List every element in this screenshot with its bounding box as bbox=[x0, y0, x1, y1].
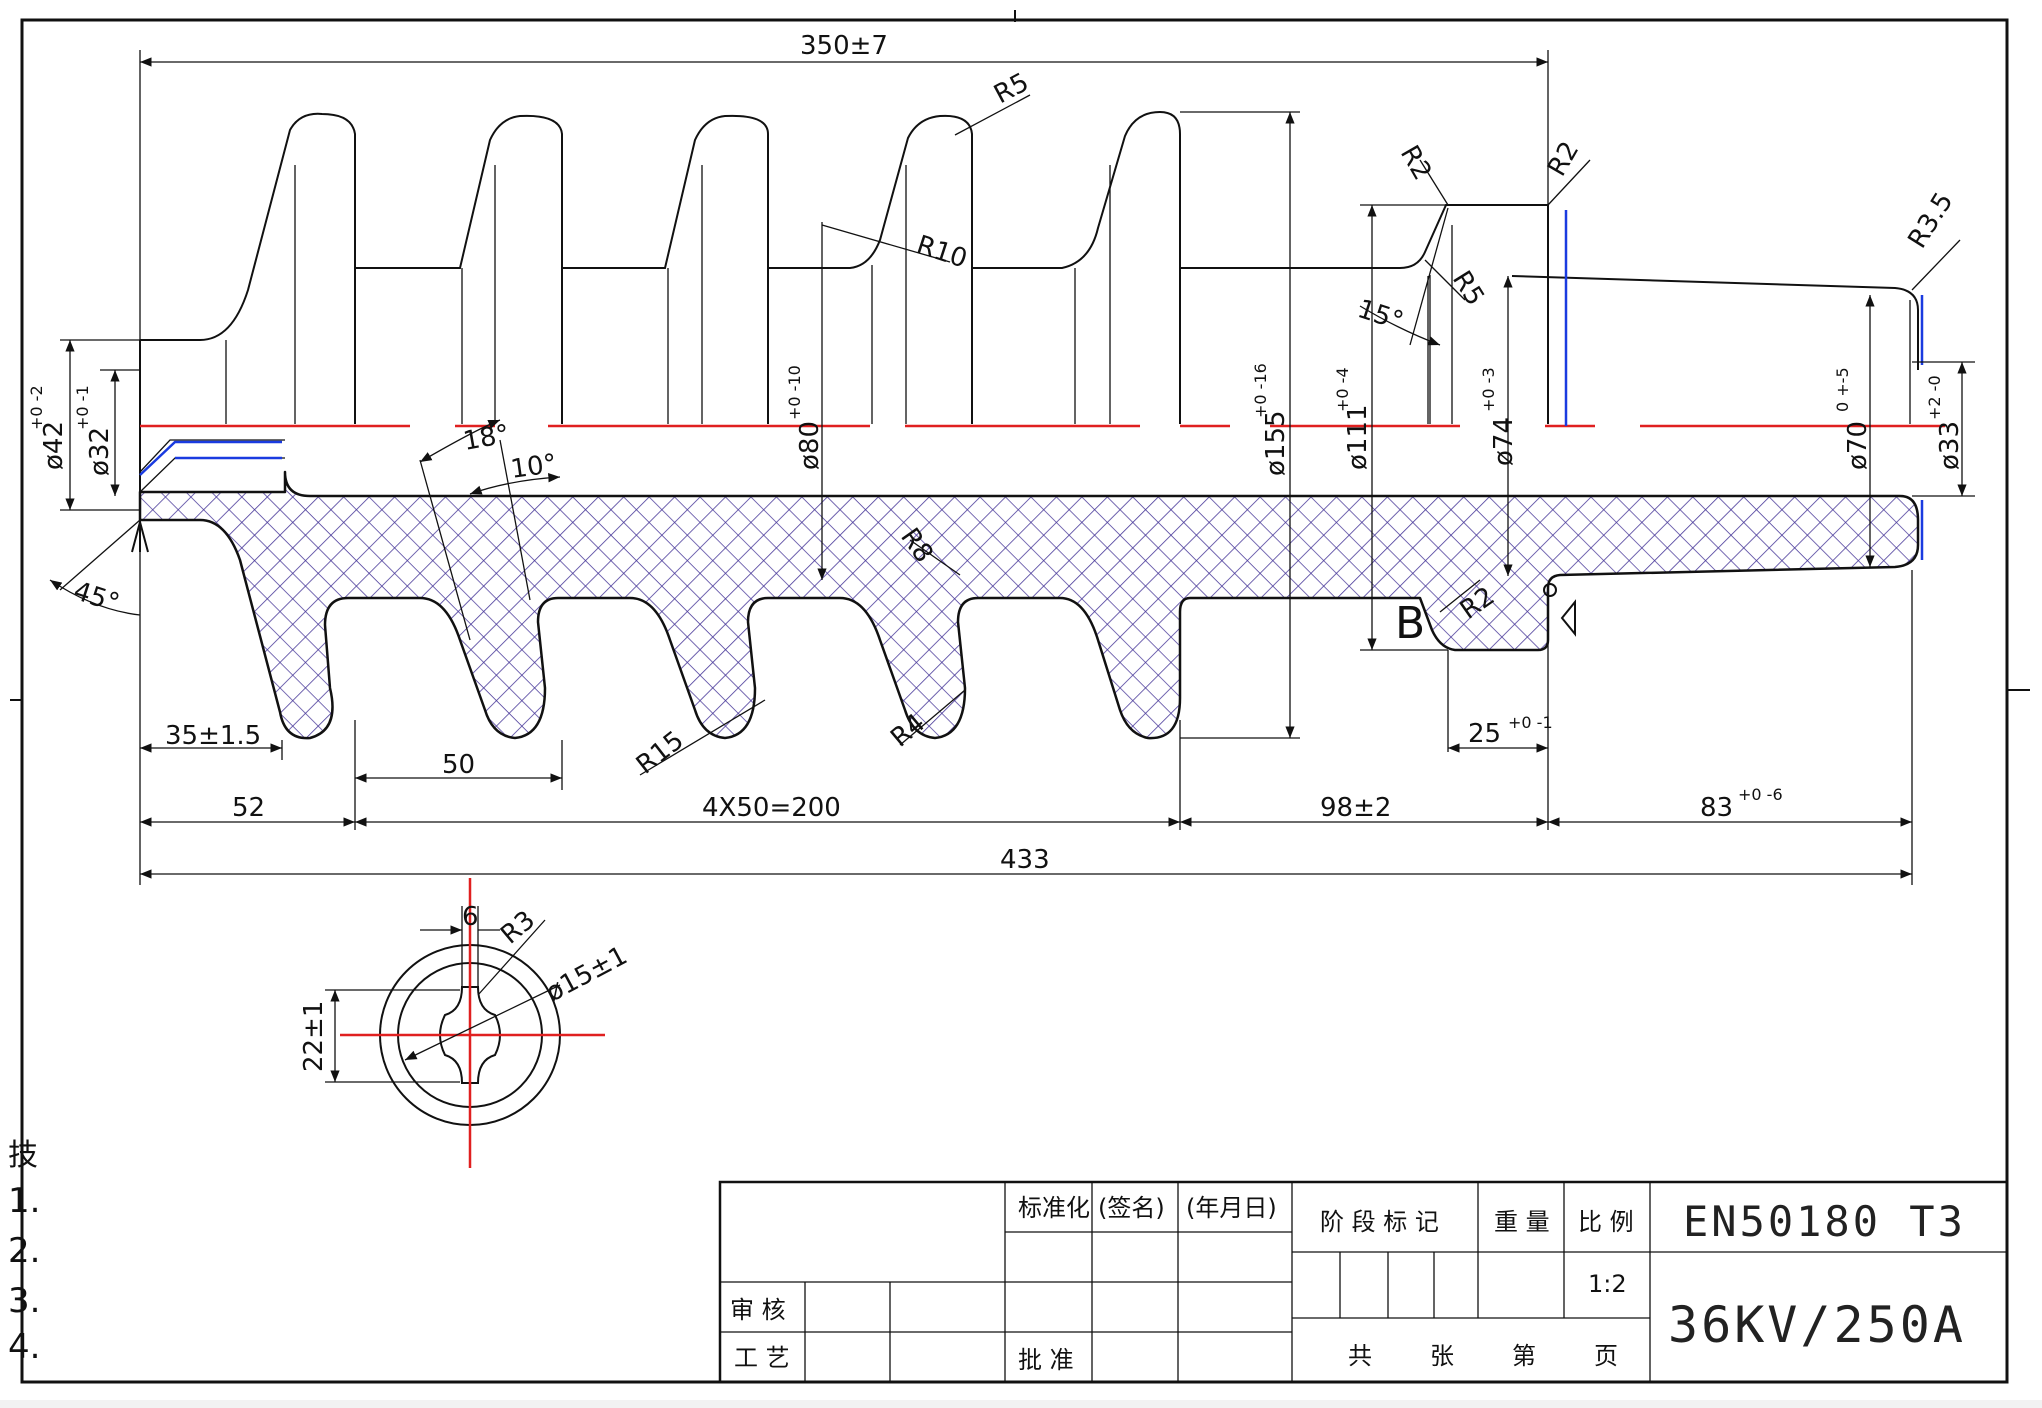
dim-dia-42-tol: +0 -2 bbox=[27, 385, 46, 430]
detail-dim-6: 6 bbox=[462, 902, 479, 932]
note-item: 4. bbox=[8, 1327, 40, 1367]
dim-len-50: 50 bbox=[442, 750, 475, 780]
dim-angle-15: 15° bbox=[1354, 294, 1407, 337]
dim-len-35: 35±1.5 bbox=[165, 721, 261, 751]
dim-len-25-tol: +0 -1 bbox=[1508, 713, 1553, 732]
hatched-section bbox=[138, 470, 1920, 740]
dim-dia-111: ø111 bbox=[1343, 404, 1373, 470]
dim-r5-top: R5 bbox=[989, 67, 1034, 110]
dim-len-83: 83 bbox=[1700, 793, 1733, 823]
dim-dia-32-tol: +0 -1 bbox=[73, 385, 92, 430]
dim-350: 350±7 bbox=[800, 31, 888, 61]
dim-dia-32: ø32 bbox=[85, 427, 115, 476]
dim-dia-80-tol: +0 -10 bbox=[785, 365, 804, 420]
detail-dim-dia15: ø15±1 bbox=[541, 941, 632, 1008]
insulator-profile bbox=[138, 110, 1920, 740]
dim-len-83-tol: +0 -6 bbox=[1738, 785, 1783, 804]
dim-len-98: 98±2 bbox=[1320, 793, 1391, 823]
note-item: 3. bbox=[8, 1281, 40, 1321]
tb-drawing-standard: EN50180 T3 bbox=[1683, 1197, 1966, 1246]
datum-marks bbox=[131, 518, 1576, 637]
detail-dim-22: 22±1 bbox=[299, 1001, 329, 1072]
dim-r2-a: R2 bbox=[1394, 141, 1437, 186]
dim-dia-70-tol: 0 +-5 bbox=[1833, 367, 1852, 412]
tb-sheets-total: 共 bbox=[1348, 1342, 1372, 1370]
note-item: 1. bbox=[8, 1181, 40, 1221]
dim-angle-45: 45° bbox=[70, 576, 123, 619]
tb-review: 审 核 bbox=[730, 1296, 786, 1324]
tb-scale-label: 比 例 bbox=[1578, 1208, 1634, 1236]
tb-sheets-unit: 张 bbox=[1430, 1342, 1454, 1370]
end-view-detail: 6 R3 ø15±1 22±1 bbox=[299, 878, 632, 1168]
tb-standardize: 标准化 bbox=[1018, 1194, 1090, 1222]
dim-len-25: 25 bbox=[1468, 719, 1501, 749]
tb-sheet-no: 第 bbox=[1512, 1342, 1536, 1370]
dim-len-52: 52 bbox=[232, 793, 265, 823]
dimension-labels: 350±7 R5 R10 R2 R2 R5 R3.5 15° 18° 10° 4… bbox=[27, 31, 1965, 875]
dim-dia-33-tol: +2 -0 bbox=[1925, 375, 1944, 420]
notes-title: 技 bbox=[8, 1138, 38, 1173]
note-item: 2. bbox=[8, 1231, 40, 1271]
dim-dia-74: ø74 bbox=[1489, 417, 1519, 466]
dim-dia-42: ø42 bbox=[39, 421, 69, 470]
tb-approve: 批 准 bbox=[1018, 1346, 1074, 1374]
tb-rating: 36KV/250A bbox=[1668, 1296, 1966, 1354]
tb-page: 页 bbox=[1594, 1342, 1618, 1370]
reference-lines bbox=[1564, 210, 1924, 560]
detail-dim-r3: R3 bbox=[495, 905, 541, 950]
dim-dia-70: ø70 bbox=[1843, 421, 1873, 470]
dim-r35: R3.5 bbox=[1902, 187, 1959, 253]
section-b-label: B bbox=[1395, 598, 1425, 649]
dim-dia-155: ø155 bbox=[1261, 410, 1291, 476]
dim-r10: R10 bbox=[913, 230, 971, 274]
dim-r15: R15 bbox=[631, 725, 690, 780]
dim-dia-155-tol: +0 -16 bbox=[1251, 363, 1270, 418]
tb-process: 工 艺 bbox=[734, 1344, 790, 1372]
tb-stage-mark: 阶 段 标 记 bbox=[1320, 1208, 1439, 1236]
dim-dia-74-tol: +0 -3 bbox=[1479, 367, 1498, 412]
dim-dia-111-tol: +0 -4 bbox=[1333, 367, 1352, 412]
dim-angle-10: 10° bbox=[509, 449, 559, 485]
dim-dia-80: ø80 bbox=[795, 421, 825, 470]
dim-dia-33: ø33 bbox=[1935, 421, 1965, 470]
tb-sign: (签名) bbox=[1098, 1194, 1165, 1222]
dimension-lines bbox=[49, 50, 1975, 885]
tb-weight: 重 量 bbox=[1494, 1208, 1550, 1236]
tb-date: (年月日) bbox=[1186, 1194, 1277, 1222]
dim-len-4x50: 4X50=200 bbox=[702, 793, 841, 823]
title-block: 标准化 (签名) (年月日) 阶 段 标 记 重 量 比 例 1:2 审 核 工… bbox=[718, 1180, 2009, 1384]
tb-scale-value: 1:2 bbox=[1588, 1270, 1627, 1298]
dim-433: 433 bbox=[1000, 845, 1050, 875]
notes: 技 1. 2. 3. 4. bbox=[8, 1138, 40, 1367]
